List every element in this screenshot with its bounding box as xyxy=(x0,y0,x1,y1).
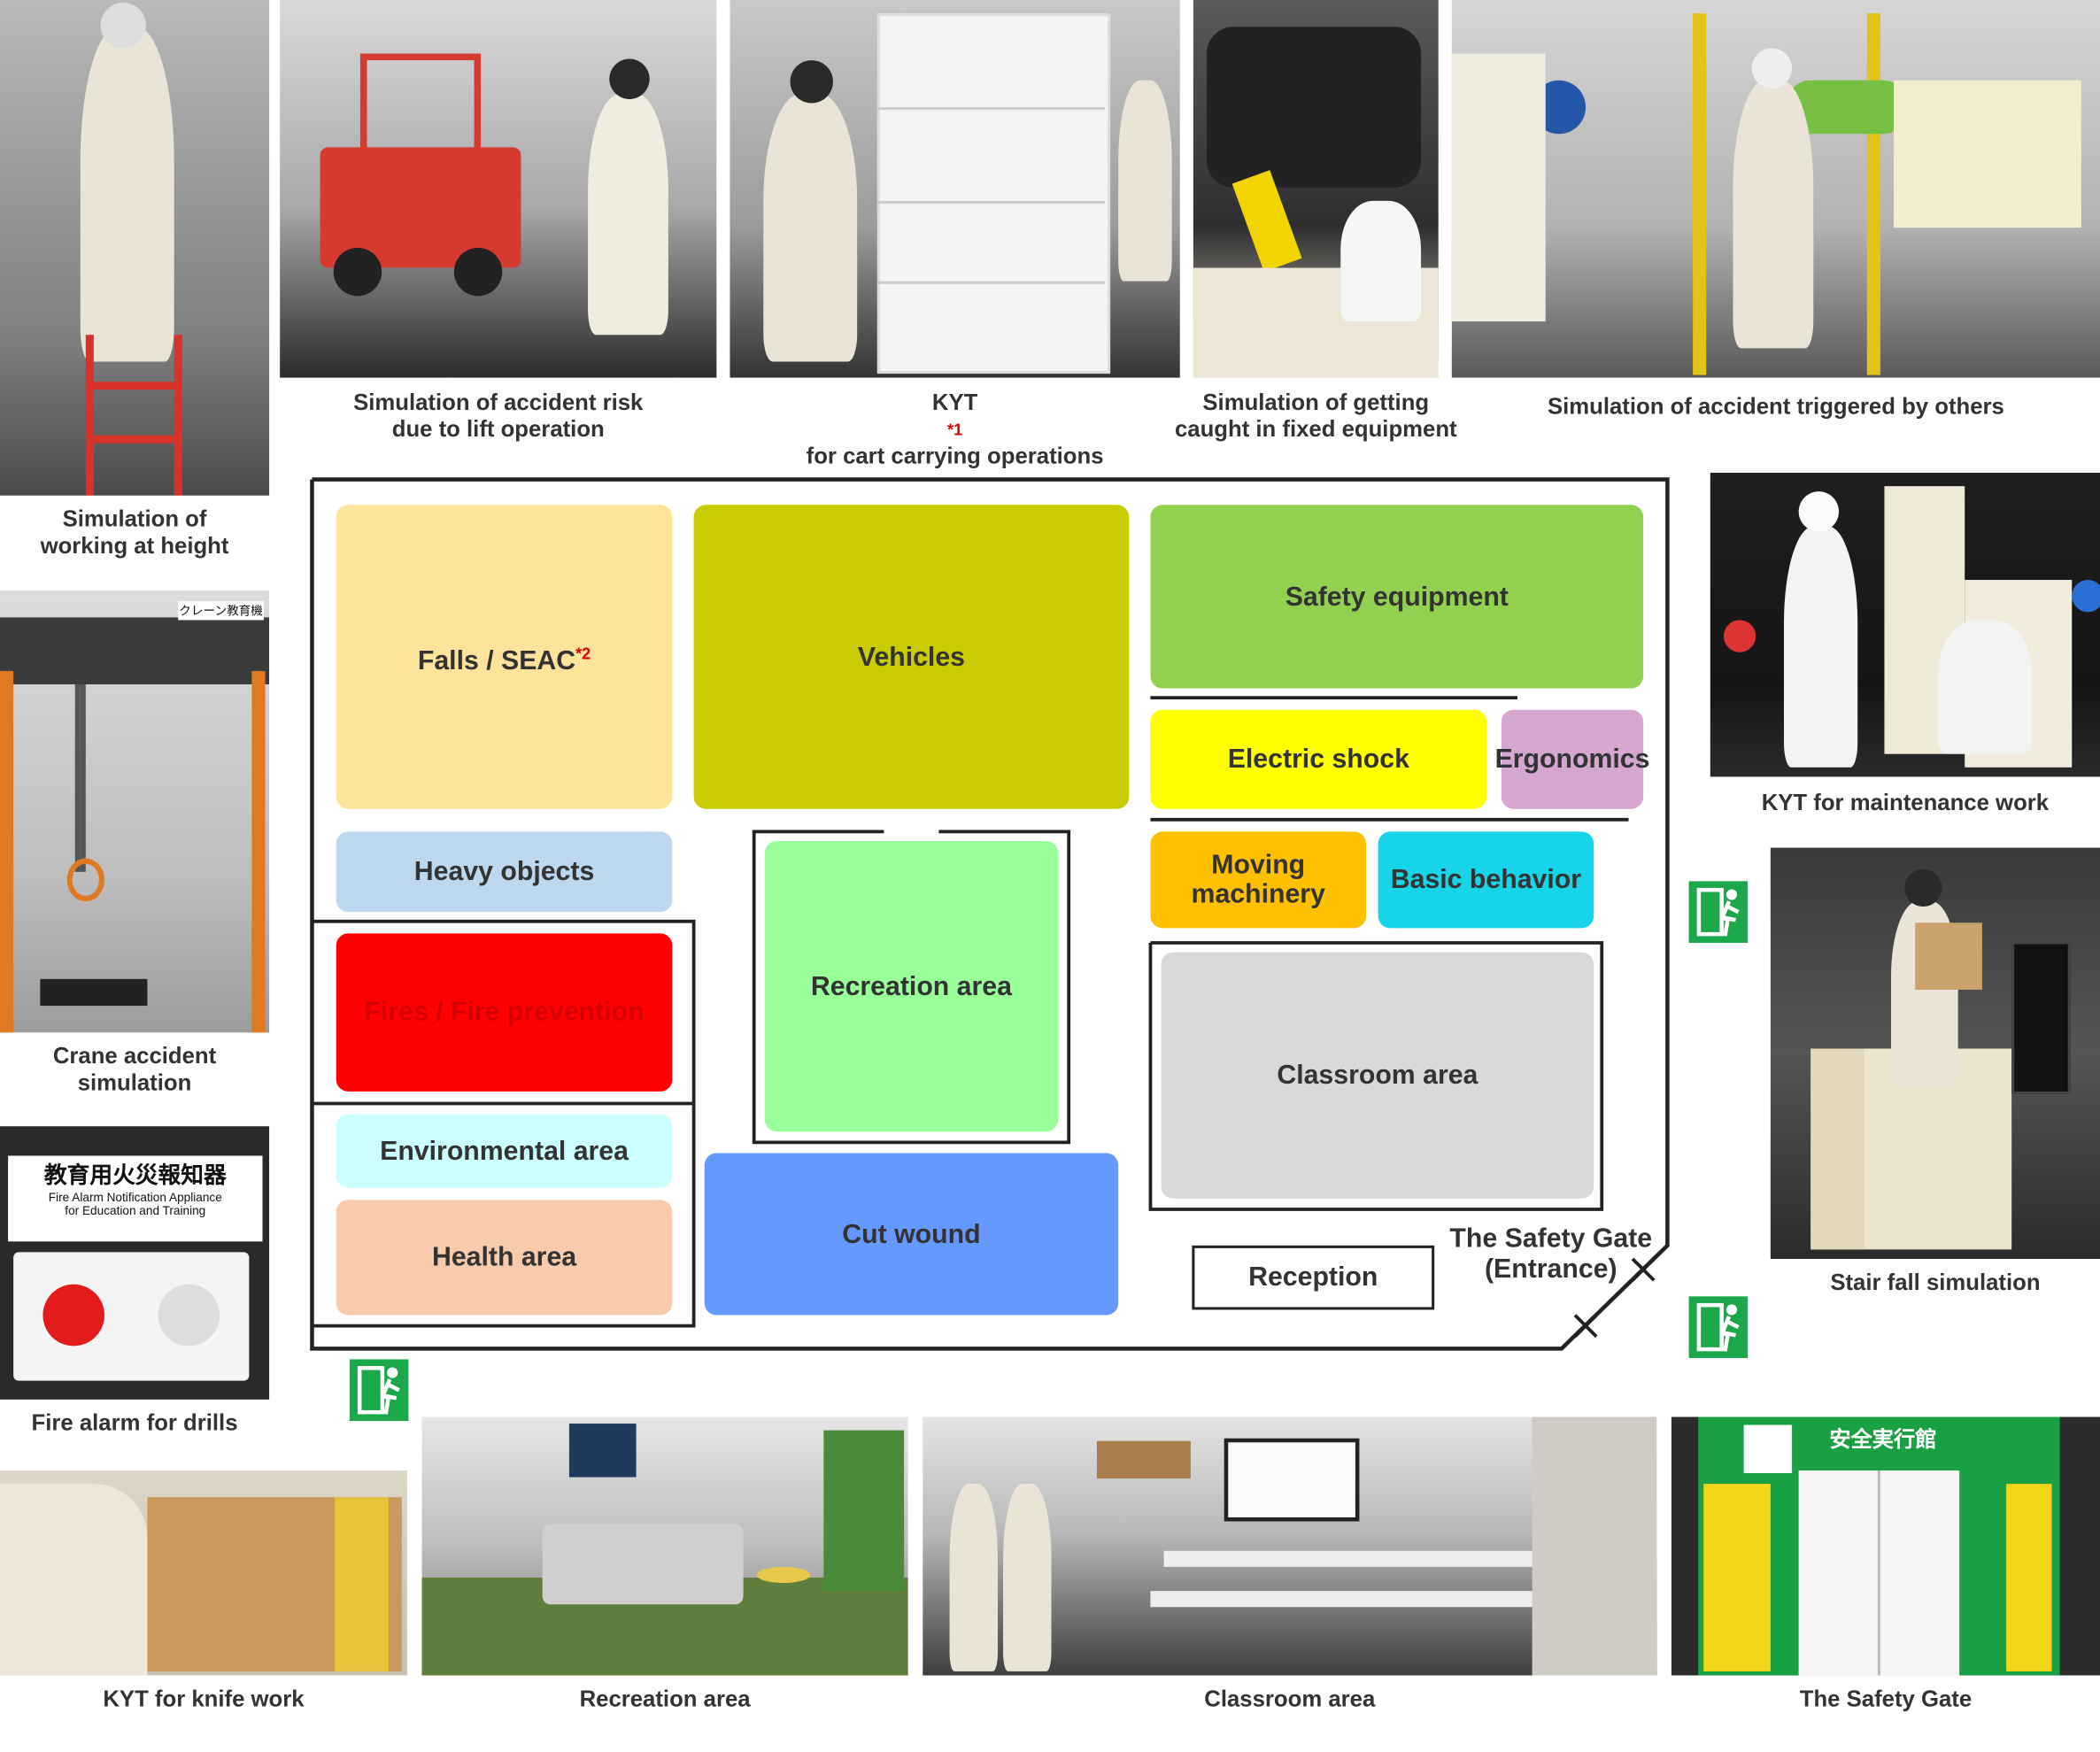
reception-label: Reception xyxy=(1248,1262,1378,1293)
photo-cart-carrying xyxy=(730,0,1180,378)
photo-knife-work xyxy=(0,1470,407,1676)
zone-classroom[interactable]: Classroom area xyxy=(1161,952,1594,1199)
fire-alarm-sign-en-1: Fire Alarm Notification Appliance xyxy=(48,1190,222,1204)
fire-alarm-sign-jp: 教育用火災報知器 xyxy=(43,1162,227,1188)
photo-recreation xyxy=(421,1416,908,1676)
safety-gate-sign: 安全実行館 xyxy=(1829,1429,1937,1452)
caption-triggered-by-others: Simulation of accident triggered by othe… xyxy=(1547,393,2004,420)
gate-label: The Safety Gate(Entrance) xyxy=(1449,1223,1653,1285)
photo-safety-gate: 安全実行館 xyxy=(1671,1416,2100,1676)
photo-fixed-equipment xyxy=(1193,0,1439,378)
photo-triggered-by-others xyxy=(1451,0,2100,378)
zone-fires[interactable]: Fires / Fire prevention xyxy=(336,933,673,1092)
zone-falls-footnote: *2 xyxy=(575,644,591,663)
zone-electric-shock[interactable]: Electric shock xyxy=(1150,709,1487,809)
zone-vehicles[interactable]: Vehicles xyxy=(693,505,1130,809)
zone-cut-wound[interactable]: Cut wound xyxy=(704,1153,1119,1316)
caption-maintenance: KYT for maintenance work xyxy=(1761,790,2050,816)
zone-basic-behavior[interactable]: Basic behavior xyxy=(1378,831,1594,929)
emergency-exit-icon xyxy=(1688,1296,1749,1358)
caption-knife-work: KYT for knife work xyxy=(103,1686,305,1712)
zone-ergonomics[interactable]: Ergonomics xyxy=(1495,709,1649,809)
fire-alarm-sign-en-2: for Education and Training xyxy=(65,1203,206,1218)
photo-fire-alarm: 教育用火災報知器 Fire Alarm Notification Applian… xyxy=(0,1126,270,1400)
caption-stair-fall: Stair fall simulation xyxy=(1830,1270,2041,1295)
reception-box[interactable]: Reception xyxy=(1192,1245,1435,1310)
photo-lift-operation xyxy=(280,0,717,378)
zone-environmental[interactable]: Environmental area xyxy=(336,1114,673,1188)
zone-heavy-objects[interactable]: Heavy objects xyxy=(336,831,673,913)
caption-safety-gate: The Safety Gate xyxy=(1799,1686,1973,1712)
crane-sign: クレーン教育機 xyxy=(178,601,265,621)
photo-stair-fall xyxy=(1770,847,2100,1259)
caption-fire-alarm: Fire alarm for drills xyxy=(31,1409,238,1436)
caption-cart-carrying: KYT*1 for cart carrying operations xyxy=(806,390,1104,469)
photo-crane: クレーン教育機 xyxy=(0,590,270,1033)
zone-safety-equipment[interactable]: Safety equipment xyxy=(1150,505,1644,689)
photo-maintenance xyxy=(1710,473,2100,777)
caption-classroom: Classroom area xyxy=(1204,1686,1376,1712)
zone-health[interactable]: Health area xyxy=(336,1200,673,1316)
caption-recreation: Recreation area xyxy=(579,1686,751,1712)
emergency-exit-icon xyxy=(349,1359,409,1422)
photo-classroom xyxy=(923,1416,1657,1676)
zone-recreation[interactable]: Recreation area xyxy=(764,841,1059,1132)
zone-falls[interactable]: Falls / SEAC*2 xyxy=(336,505,673,809)
emergency-exit-icon xyxy=(1688,881,1749,943)
photo-working-at-height xyxy=(0,0,270,496)
